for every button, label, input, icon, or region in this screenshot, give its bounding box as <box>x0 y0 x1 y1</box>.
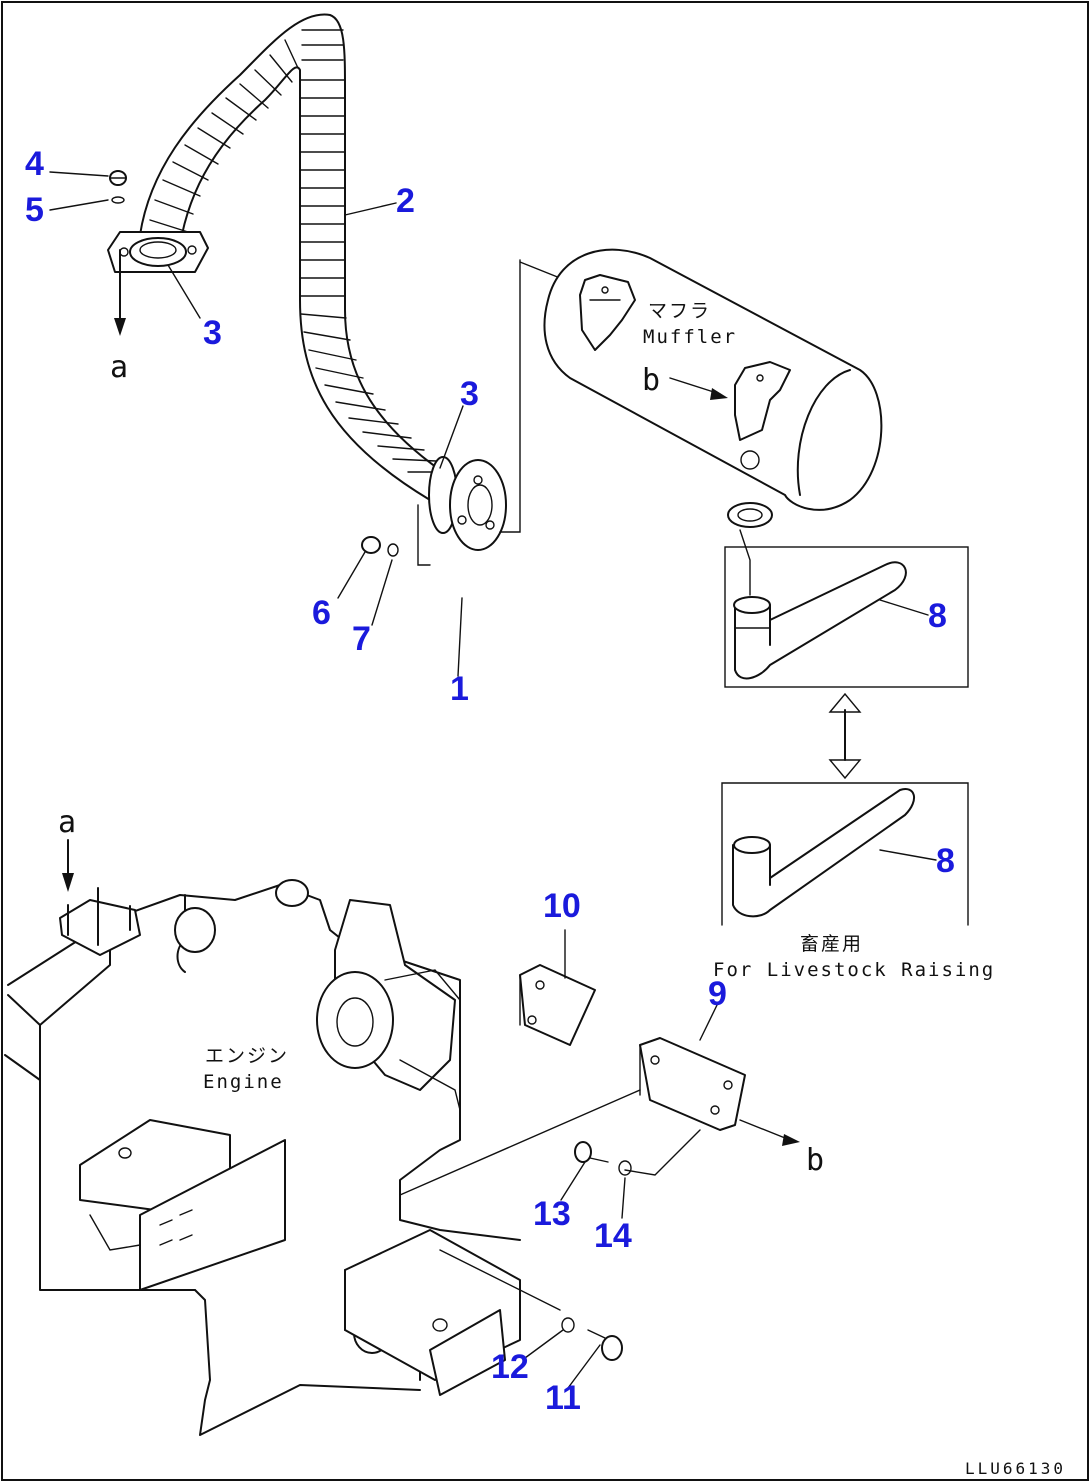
muffler <box>543 248 883 511</box>
ref-b-muffler: b <box>642 363 660 398</box>
flex-hose-part-2 <box>139 13 441 501</box>
muffler-label-en: Muffler <box>643 326 737 348</box>
callout-4: 4 <box>25 145 44 183</box>
gasket <box>727 502 773 596</box>
ref-a-top: a <box>110 350 128 385</box>
bolt-part-13 <box>574 1141 609 1163</box>
callout-11: 11 <box>545 1379 581 1417</box>
variant-double-arrow <box>828 692 862 780</box>
callout-5: 5 <box>25 191 44 229</box>
washer-part-7 <box>387 543 399 557</box>
callout-9: 9 <box>708 975 727 1013</box>
tailpipe-box-livestock <box>721 782 969 926</box>
callout-12: 12 <box>491 1348 529 1386</box>
drawing-code: LLU66130 <box>965 1459 1066 1478</box>
callout-1: 1 <box>450 670 469 708</box>
nut-part-4 <box>109 170 127 186</box>
callout-6: 6 <box>312 594 331 632</box>
washer-part-12 <box>561 1317 575 1333</box>
livestock-label-en: For Livestock Raising <box>713 959 995 981</box>
washer-part-5 <box>111 196 125 204</box>
tailpipe-livestock-part-8 <box>732 788 915 918</box>
ref-a-bottom: a <box>58 805 76 840</box>
ref-b-bracket: b <box>806 1143 824 1178</box>
callout-3-flange: 3 <box>460 375 479 413</box>
bolt-guide-line <box>417 504 431 566</box>
tailpipe-box-standard <box>724 546 969 688</box>
bolt-part-6 <box>361 536 381 554</box>
livestock-label-jp: 畜産用 <box>800 933 863 955</box>
callout-3-upper: 3 <box>203 314 222 352</box>
bracket-part-10 <box>519 964 596 1046</box>
callout-13: 13 <box>533 1195 571 1233</box>
callout-8-standard: 8 <box>928 597 947 635</box>
turbo-flange <box>107 231 209 336</box>
callout-14: 14 <box>594 1217 632 1255</box>
leader-lines <box>49 171 937 1389</box>
muffler-label-jp: マフラ <box>648 300 711 322</box>
engine-outline <box>4 839 561 1436</box>
callout-7: 7 <box>352 620 371 658</box>
washer-part-14 <box>618 1160 632 1176</box>
callout-10: 10 <box>543 887 581 925</box>
bolt-part-11 <box>587 1329 623 1361</box>
bracket-part-9 <box>399 1037 800 1196</box>
engine-label-en: Engine <box>203 1071 284 1093</box>
callout-8-livestock: 8 <box>936 842 955 880</box>
muffler-connection-line <box>499 259 521 533</box>
callout-2: 2 <box>396 182 415 220</box>
outlet-flange-part-1 <box>428 456 507 551</box>
tailpipe-standard-part-8 <box>733 561 907 680</box>
muffler-connection-line-2 <box>519 261 561 279</box>
engine-label-jp: エンジン <box>205 1045 289 1067</box>
